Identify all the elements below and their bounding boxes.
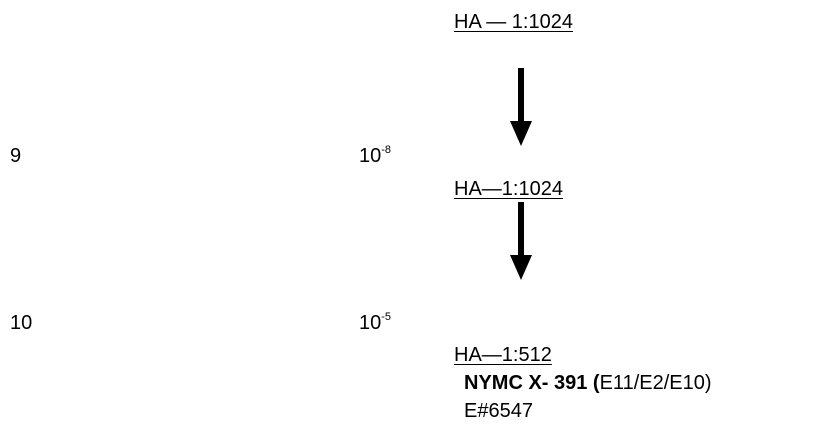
ha-titer-passage-9: HA—1:1024 bbox=[454, 178, 563, 200]
strain-lineage: E11/E2/E10) bbox=[599, 372, 712, 394]
dilution-passage-10: 10-5 bbox=[359, 311, 392, 334]
down-arrow-2 bbox=[510, 202, 532, 280]
egg-lot-label: E#6547 bbox=[464, 400, 533, 422]
ha-titer-passage-10: HA—1:512 bbox=[454, 344, 552, 366]
strain-name: NYMC X- 391 ( bbox=[464, 372, 600, 394]
dilution-exponent: -5 bbox=[381, 311, 392, 323]
down-arrow-1 bbox=[510, 68, 532, 146]
dilution-exponent: -8 bbox=[381, 144, 392, 156]
passage-number-10: 10 bbox=[10, 312, 33, 334]
strain-line: NYMC X- 391 (E11/E2/E10) bbox=[464, 373, 712, 393]
ha-titer-initial: HA — 1:1024 bbox=[454, 11, 573, 33]
passage-number-9: 9 bbox=[10, 145, 22, 167]
dilution-passage-9: 10-8 bbox=[359, 144, 392, 167]
dilution-base: 10 bbox=[359, 145, 382, 167]
dilution-base: 10 bbox=[359, 312, 382, 334]
